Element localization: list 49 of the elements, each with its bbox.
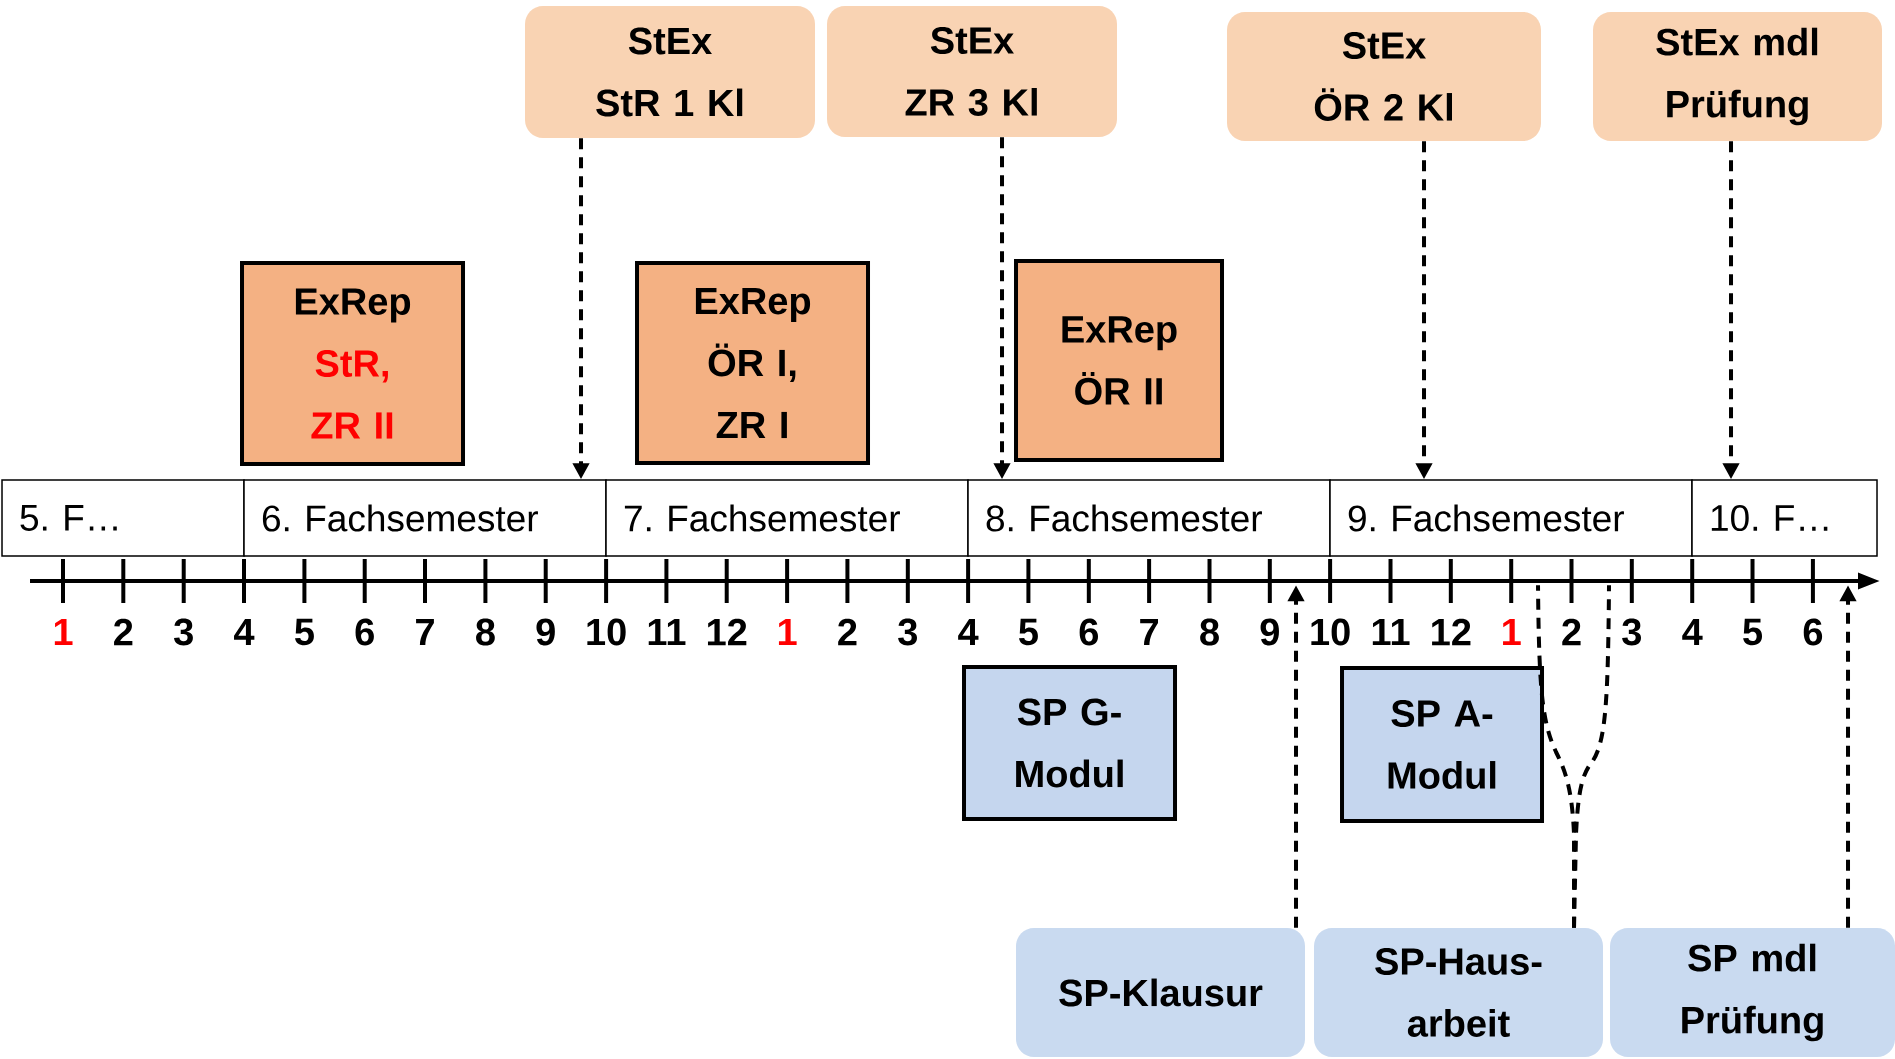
module-box: SP G- Modul xyxy=(962,665,1177,821)
tick-label: 6 xyxy=(355,618,374,646)
course-box: ExRep ÖR I, ZR I xyxy=(635,261,870,465)
tick-label: 9 xyxy=(536,618,555,646)
tick-label: 8 xyxy=(476,618,495,646)
tick-label: 10 xyxy=(587,618,626,646)
tick-label: 4 xyxy=(234,618,255,646)
tick-label: 5 xyxy=(1743,618,1762,646)
tick-label: 9 xyxy=(1260,618,1279,646)
tick-label: 1 xyxy=(778,618,797,646)
semester-box: 8. Fachsemester xyxy=(967,479,1331,557)
tick-label: 2 xyxy=(1562,618,1581,646)
semester-box: 10. F… xyxy=(1691,479,1878,557)
course-box: ExRep ÖR II xyxy=(1014,259,1224,462)
tick-label: 6 xyxy=(1803,618,1823,646)
exam-box: SP-Klausur xyxy=(1016,928,1305,1057)
tick-label: 7 xyxy=(416,618,434,646)
exam-box: StEx StR 1 Kl xyxy=(525,6,815,138)
tick-label: 5 xyxy=(295,618,314,646)
tick-label: 2 xyxy=(838,618,857,646)
tick-label: 2 xyxy=(114,618,133,646)
tick-label: 11 xyxy=(1372,618,1410,646)
tick-label: 8 xyxy=(1200,618,1219,646)
semester-box: 5. F… xyxy=(1,479,245,557)
tick-label: 12 xyxy=(1432,618,1471,646)
tick-label: 7 xyxy=(1140,618,1158,646)
tick-label: 3 xyxy=(898,618,917,646)
exam-box: StEx ÖR 2 Kl xyxy=(1227,12,1541,141)
dashed-line xyxy=(1572,585,1611,928)
tick-label: 11 xyxy=(648,618,686,646)
exam-box: StEx mdl Prüfung xyxy=(1593,12,1882,141)
tick-label: 1 xyxy=(1503,618,1521,646)
exam-box: SP-Haus- arbeit xyxy=(1314,928,1603,1057)
tick-label: 5 xyxy=(1019,618,1038,646)
tick-label: 1 xyxy=(54,618,73,646)
semester-box: 9. Fachsemester xyxy=(1329,479,1693,557)
tick-label: 4 xyxy=(1682,618,1703,646)
semester-box: 6. Fachsemester xyxy=(243,479,607,557)
semester-box: 7. Fachsemester xyxy=(605,479,969,557)
exam-box: SP mdl Prüfung xyxy=(1610,928,1895,1057)
course-box: ExRep StR, ZR II xyxy=(240,261,465,466)
tick-label: 3 xyxy=(1622,618,1641,646)
tick-label: 4 xyxy=(958,618,979,646)
tick-label: 12 xyxy=(708,618,747,646)
tick-label: 10 xyxy=(1311,618,1350,646)
tick-label: 6 xyxy=(1079,618,1098,646)
tick-label: 3 xyxy=(174,618,193,646)
module-box: SP A- Modul xyxy=(1340,666,1544,823)
exam-box: StEx ZR 3 Kl xyxy=(827,6,1117,137)
